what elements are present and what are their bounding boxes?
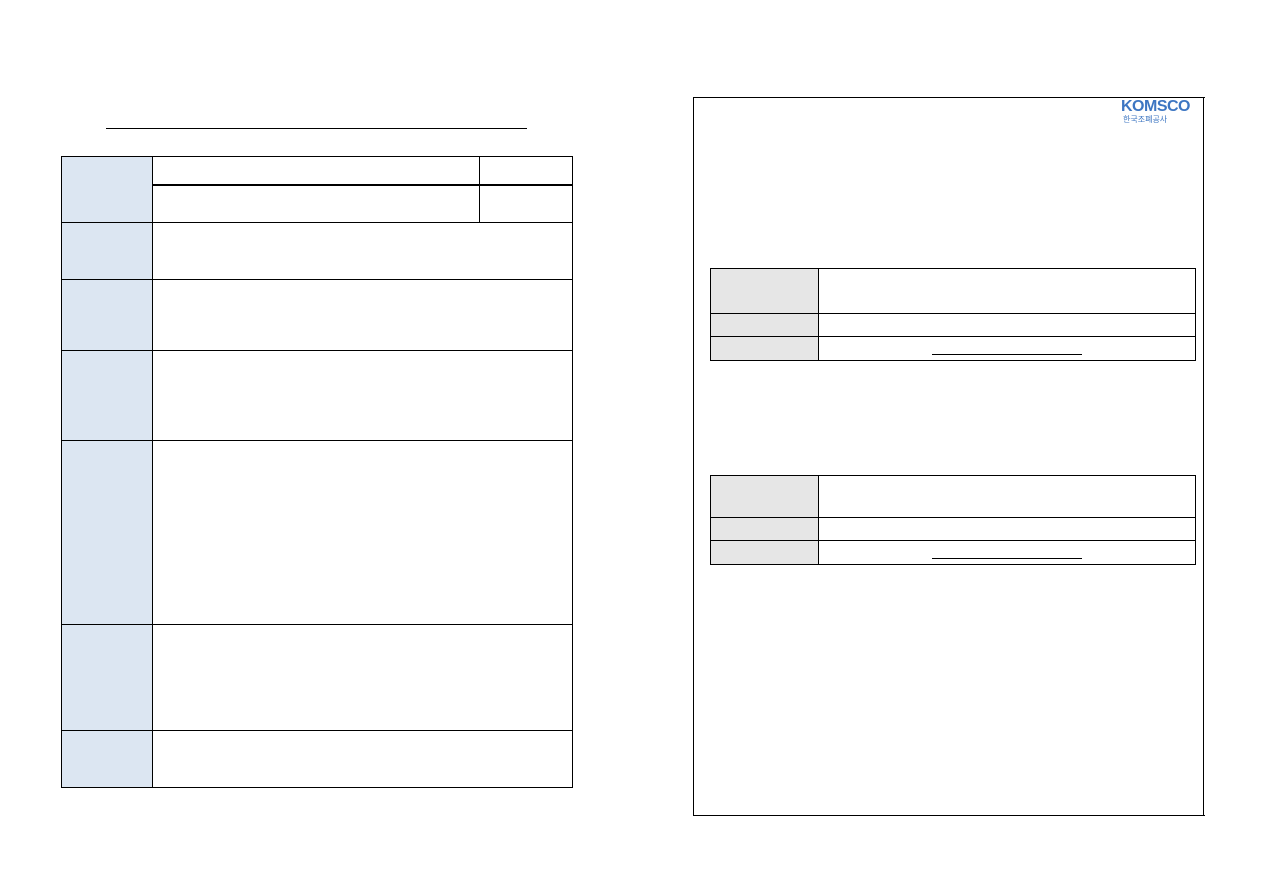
table-row: [61, 156, 573, 223]
table-row: [710, 475, 1196, 518]
header-cell-main: [152, 156, 480, 186]
info-value-cell: [818, 268, 1196, 314]
row-value: [152, 624, 573, 731]
right-page-frame: [693, 97, 1205, 816]
header-value-main: [152, 184, 480, 223]
info-value-cell: [818, 475, 1196, 518]
row-label: [61, 624, 153, 731]
info-label-cell: [710, 313, 819, 337]
info-label-cell: [710, 336, 819, 361]
row-value: [152, 279, 573, 351]
logo-subtitle: 한국조폐공사: [1123, 115, 1168, 124]
table-row: [710, 268, 1196, 314]
logo-wordmark: KOMSCO: [1121, 98, 1191, 115]
table-row: [710, 540, 1196, 565]
row-label: [61, 730, 153, 788]
table-row: [710, 336, 1196, 361]
row-value: [152, 222, 573, 280]
table-row: [61, 440, 573, 625]
right-page-edge: [1203, 97, 1204, 816]
header-label-cell: [61, 156, 153, 223]
komsco-logo: KOMSCO 한국조폐공사: [1121, 99, 1191, 127]
info-label-cell: [710, 268, 819, 314]
table-row: [710, 517, 1196, 541]
info-label-cell: [710, 540, 819, 565]
header-value-side: [479, 184, 573, 223]
table-row: [61, 350, 573, 441]
row-value: [152, 440, 573, 625]
table-row: [61, 730, 573, 788]
row-value: [152, 730, 573, 788]
table-row: [710, 313, 1196, 337]
row-label: [61, 279, 153, 351]
table-row: [61, 624, 573, 731]
info-label-cell: [710, 517, 819, 541]
info-label-cell: [710, 475, 819, 518]
row-value: [152, 350, 573, 441]
table-row: [61, 222, 573, 280]
row-label: [61, 350, 153, 441]
signature-table-1: [710, 268, 1196, 361]
info-value-cell: [818, 517, 1196, 541]
signature-line: [932, 354, 1082, 355]
signature-cell: [818, 540, 1196, 565]
signature-line: [932, 558, 1082, 559]
info-value-cell: [818, 313, 1196, 337]
row-label: [61, 440, 153, 625]
signature-cell: [818, 336, 1196, 361]
header-cell-side: [479, 156, 573, 186]
left-form-table: [61, 156, 573, 788]
table-row: [61, 279, 573, 351]
signature-table-2: [710, 475, 1196, 565]
row-label: [61, 222, 153, 280]
left-title-underline: [106, 128, 527, 129]
